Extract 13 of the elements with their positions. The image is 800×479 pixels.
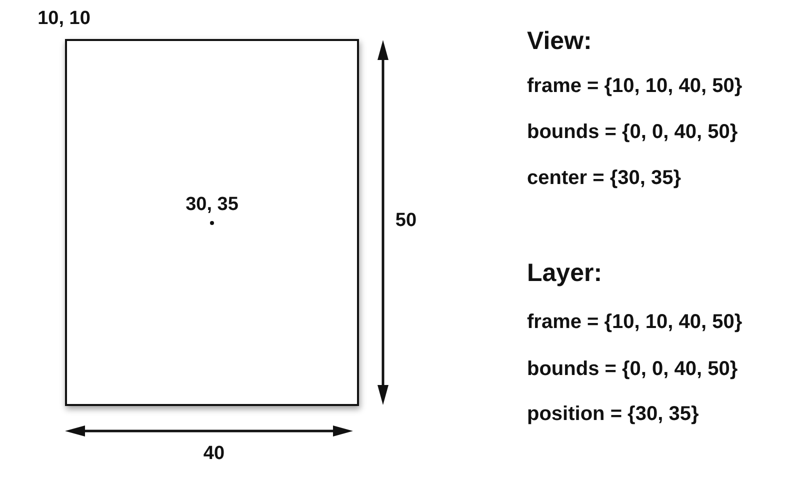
- dimension-label: 50: [395, 210, 417, 230]
- view-rectangle: [65, 39, 359, 406]
- corner-coordinate-label: 10, 10: [38, 9, 90, 28]
- center-coordinate-label: 30, 35: [186, 194, 238, 214]
- property-text: center = {30, 35}: [527, 168, 681, 188]
- property-text: bounds = {0, 0, 40, 50}: [527, 122, 738, 142]
- property-text: frame = {10, 10, 40, 50}: [527, 312, 742, 332]
- section-heading: View:: [527, 28, 592, 54]
- property-text: position = {30, 35}: [527, 404, 699, 424]
- property-text: frame = {10, 10, 40, 50}: [527, 76, 742, 96]
- section-heading: Layer:: [527, 260, 602, 286]
- dimension-label: 40: [203, 444, 225, 462]
- property-text: bounds = {0, 0, 40, 50}: [527, 358, 738, 378]
